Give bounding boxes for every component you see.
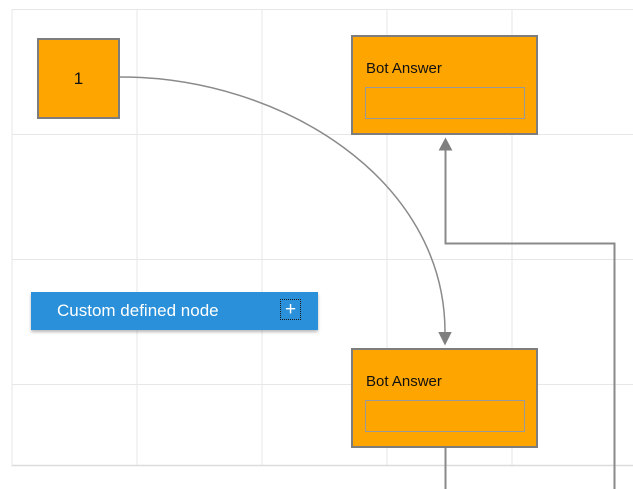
bot-answer-bottom-title: Bot Answer — [366, 373, 442, 390]
bot-answer-top-title: Bot Answer — [366, 60, 442, 77]
arrowhead-up-icon — [438, 137, 453, 151]
arrowhead-down-icon — [438, 332, 452, 346]
node-bot-answer-top[interactable]: Bot Answer — [351, 35, 538, 135]
bot-answer-top-input-box[interactable] — [365, 87, 525, 119]
node-custom-defined[interactable]: Custom defined node + — [31, 292, 318, 330]
bot-answer-bottom-input-box[interactable] — [365, 400, 525, 432]
add-port-button[interactable]: + — [280, 299, 301, 320]
connector-bezier[interactable] — [119, 76, 446, 333]
node-square-1[interactable]: 1 — [37, 38, 120, 119]
node-square-1-label: 1 — [73, 68, 84, 88]
connector-orthogonal[interactable] — [444, 150, 616, 489]
custom-node-label: Custom defined node — [57, 301, 219, 320]
node-bot-answer-bottom[interactable]: Bot Answer — [351, 348, 538, 448]
plus-icon: + — [284, 299, 297, 320]
